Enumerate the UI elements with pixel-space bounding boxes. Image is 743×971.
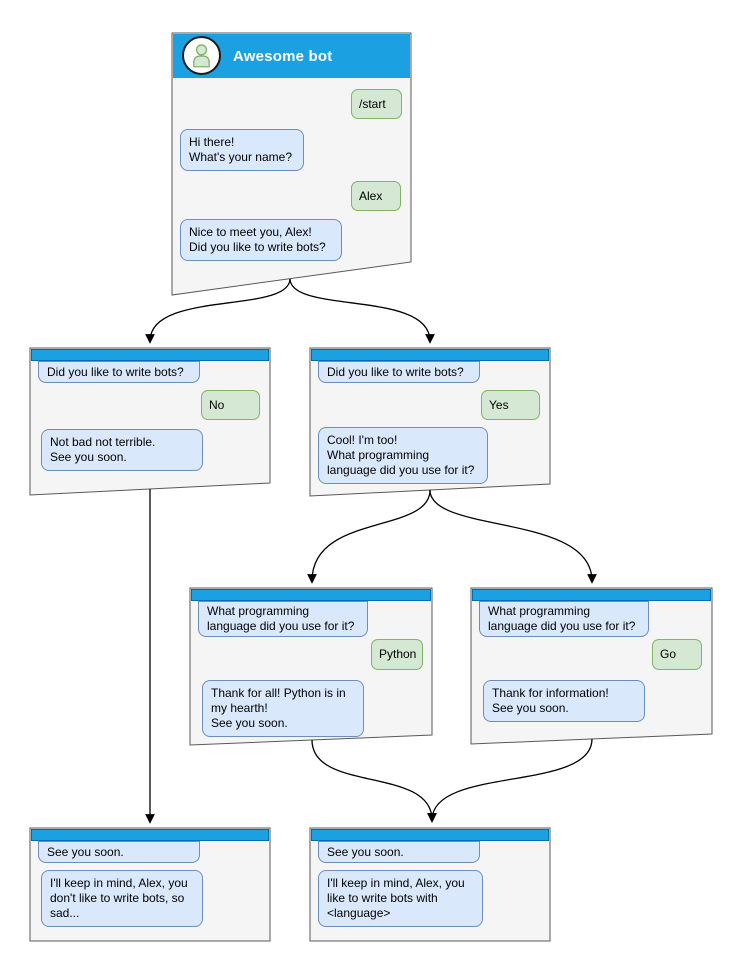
bot-message-bubble: Not bad not terrible. See you soon. <box>41 429 203 471</box>
user-message-bubble: Yes <box>481 390 540 420</box>
user-message-bubble: Go <box>652 639 702 670</box>
bot-message-bubble: Did you like to write bots? <box>38 361 200 383</box>
user-message-bubble: No <box>201 390 260 420</box>
person-icon <box>193 44 210 68</box>
window-titlebar <box>472 589 711 601</box>
user-message-bubble: Python <box>371 639 423 670</box>
bot-message-bubble: I'll keep in mind, Alex, you like to wri… <box>318 870 483 927</box>
edge-main-to-branch-yes <box>289 278 435 344</box>
edge-branch-yes-to-go <box>429 489 597 584</box>
bot-message-bubble: I'll keep in mind, Alex, you don't like … <box>41 870 203 927</box>
bot-message-bubble: What programming language did you use fo… <box>479 601 649 637</box>
bot-avatar-icon <box>182 36 221 75</box>
bot-message-bubble: Nice to meet you, Alex! Did you like to … <box>180 219 342 261</box>
edge-main-to-branch-no <box>145 278 291 344</box>
edge-branch-yes-to-python <box>307 489 431 584</box>
window-titlebar <box>191 589 431 601</box>
edge-go-to-end-yes <box>427 738 593 823</box>
bot-message-bubble: Did you like to write bots? <box>318 361 480 383</box>
bot-message-bubble: What programming language did you use fo… <box>198 601 368 637</box>
main-window-header: Awesome bot <box>173 34 410 78</box>
window-titlebar <box>311 349 549 361</box>
window-titlebar <box>31 829 269 841</box>
bot-message-bubble: Cool! I'm too! What programming language… <box>318 427 488 484</box>
bot-message-bubble: Hi there! What's your name? <box>180 129 304 171</box>
bot-message-bubble: Thank for information! See you soon. <box>483 680 645 722</box>
user-message-bubble: Alex <box>351 181 401 211</box>
bot-name-title: Awesome bot <box>233 47 333 65</box>
edge-python-to-end-yes <box>311 739 437 823</box>
user-message-bubble: /start <box>351 89 402 119</box>
bot-message-bubble: See you soon. <box>318 841 480 863</box>
window-titlebar <box>311 829 549 841</box>
window-titlebar <box>31 349 269 361</box>
bot-message-bubble: See you soon. <box>38 841 200 863</box>
bot-message-bubble: Thank for all! Python is in my hearth! S… <box>202 680 364 737</box>
